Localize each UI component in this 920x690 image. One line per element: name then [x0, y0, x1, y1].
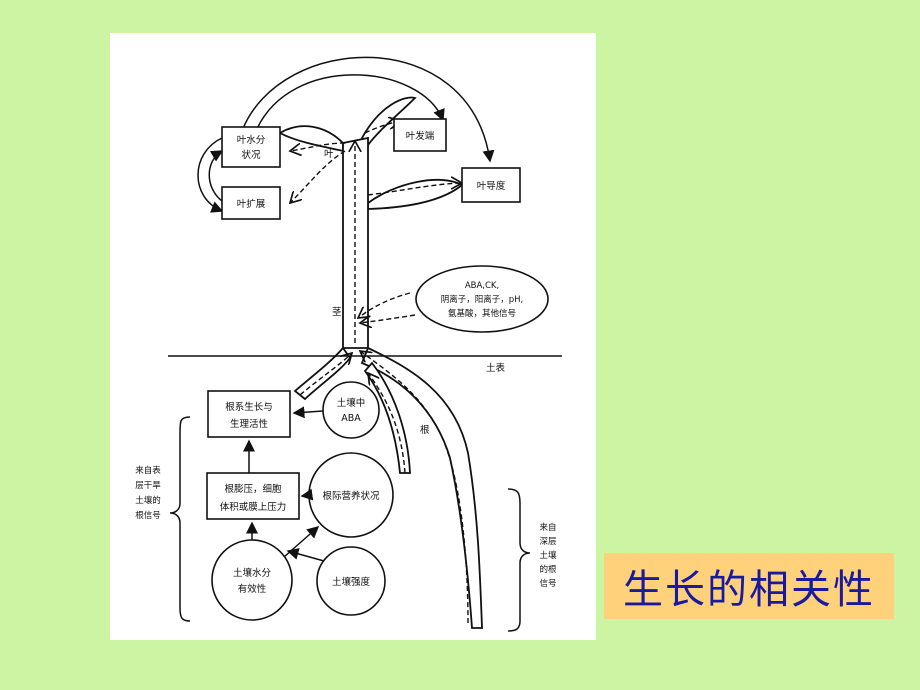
deep-signal-line-5: 信号 [539, 578, 556, 589]
root-pressure-label-1: 根膨压，细胞 [224, 483, 282, 495]
signals-label-3: 氨基酸，其他信号 [448, 308, 516, 319]
left-root-signal-path [299, 353, 352, 396]
signal-to-water [290, 142, 346, 151]
root-middle [363, 361, 411, 474]
leaf-water-status-box [221, 126, 281, 168]
slide-title: 生长的相关性 [623, 567, 875, 613]
signal-to-expansion [290, 150, 346, 203]
soil-aba-label-1: 土壤中 [337, 397, 366, 409]
leaf-water-status-label-2: 状况 [241, 149, 261, 161]
arc-water-to-conductance [241, 56, 495, 163]
right-bracket [507, 488, 531, 632]
diagram-figure: 土表 叶 茎 根 叶水分 状况 叶扩展 叶发端 叶导度 ABA,CK, 阴离子，… [110, 33, 596, 640]
dry-signal-line-4: 根信号 [135, 510, 161, 521]
arrow-water-to-nutrition [283, 526, 320, 558]
soil-water-label-1: 土壤水分 [233, 567, 272, 579]
leaf-water-status-label-1: 叶水分 [237, 134, 266, 146]
slide-title-box: 生长的相关性 [604, 553, 894, 619]
soil-strength-circle [316, 546, 386, 616]
dry-signal-line-1: 来自表 [135, 465, 161, 476]
arc-water-to-primordium [255, 74, 445, 132]
soil-surface-label: 土表 [486, 362, 506, 374]
signal-to-conductance [367, 183, 462, 196]
signals-label-1: ABA,CK, [465, 281, 499, 291]
left-bracket [169, 416, 191, 622]
root-signal-diagram: 土表 叶 茎 根 叶水分 状况 叶扩展 叶发端 叶导度 ABA,CK, 阴离子，… [135, 56, 562, 632]
deep-signal-line-3: 土壤 [539, 550, 557, 561]
leaf-primordium-box [393, 118, 447, 152]
signals-label-2: 阴离子，阳离子，pH, [441, 294, 524, 305]
root-pressure-label-2: 体积或膜上压力 [220, 501, 287, 513]
dry-signal-line-2: 层干旱 [135, 481, 161, 491]
signals-into-stem-b [360, 314, 416, 323]
leaf-primordium-label: 叶发端 [406, 130, 435, 142]
rhizosphere-label: 根际营养状况 [322, 490, 380, 502]
leaf-conductance-box [461, 167, 521, 203]
deep-signal-line-2: 深层 [539, 537, 556, 547]
root-growth-box [207, 390, 291, 438]
deep-signal-line-4: 的根 [539, 564, 557, 575]
root-growth-label-2: 生理活性 [230, 418, 269, 430]
leaf-expansion-box [221, 186, 281, 220]
leaf-label: 叶 [324, 149, 334, 160]
leaf-expansion-label: 叶扩展 [237, 198, 266, 210]
soil-water-label-2: 有效性 [238, 583, 267, 595]
deep-signal-line-1: 来自 [539, 522, 556, 533]
soil-strength-label: 土壤强度 [332, 576, 371, 588]
signals-ellipse [415, 265, 549, 333]
root-pressure-box [206, 472, 300, 520]
arrow-strength-to-water [286, 548, 325, 562]
loop-water-expansion-a [197, 137, 224, 213]
dry-signal-line-3: 土壤的 [135, 495, 161, 506]
soil-aba-circle [322, 381, 380, 439]
root-label: 根 [420, 424, 430, 436]
middle-root-signal-path [368, 373, 406, 474]
arrow-nutrition-to-pressure [300, 488, 314, 501]
deep-root-signal-path [360, 351, 469, 624]
leaf-conductance-label: 叶导度 [477, 180, 506, 192]
root-growth-label-1: 根系生长与 [225, 401, 273, 413]
soil-water-circle [211, 539, 293, 621]
soil-aba-label-2: ABA [341, 413, 361, 424]
stem-label: 茎 [332, 306, 342, 318]
arrow-aba-to-growth [292, 406, 324, 419]
loop-water-expansion-b [208, 150, 224, 202]
